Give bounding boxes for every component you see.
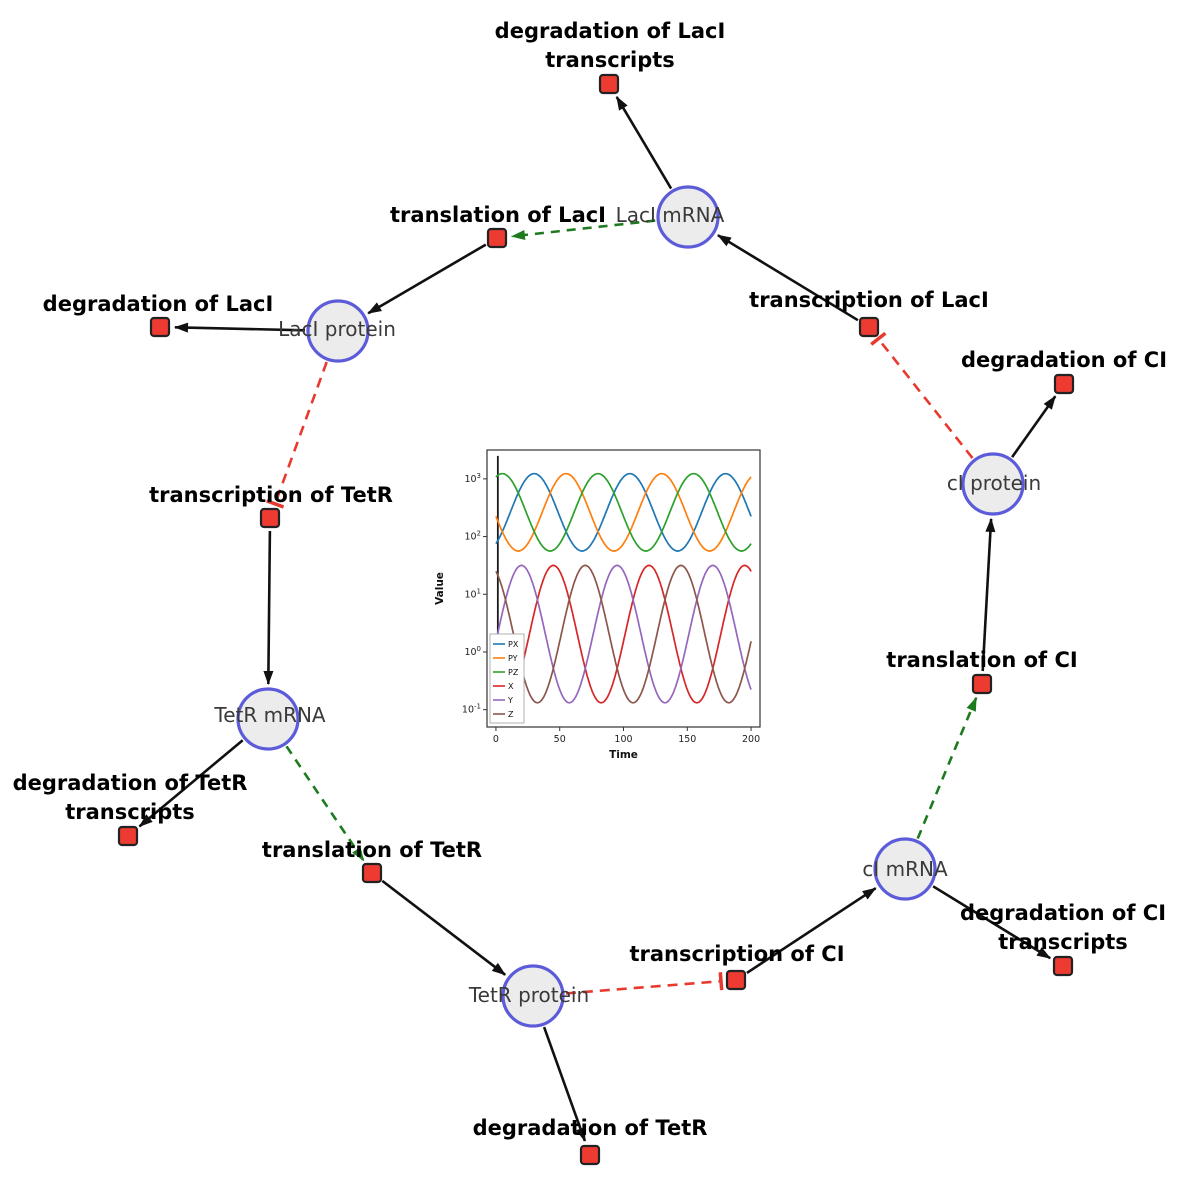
- edge-production-transl_tetR-tetR_protein: [381, 879, 506, 976]
- species-node-lacI_mRNA[interactable]: [656, 185, 720, 249]
- chart-curves: [495, 455, 752, 716]
- species-label-lacI_mRNA: LacI mRNA: [616, 203, 725, 227]
- edge-consumption-cI_protein-deg_cI: [1011, 395, 1057, 458]
- reaction-label-deg_lacI: degradation of LacI: [43, 292, 274, 316]
- species-node-lacI_protein[interactable]: [306, 299, 370, 363]
- chart-y-tick-label: 102: [464, 530, 481, 543]
- chart-legend-box: [489, 633, 525, 724]
- species-label-cI_protein: cI protein: [947, 471, 1041, 495]
- reaction-label-deg_tetR: degradation of TetR: [473, 1116, 708, 1140]
- edge-production-txn_cI-cI_mRNA: [746, 887, 877, 974]
- reaction-label-txn_tetR: transcription of TetR: [149, 483, 393, 507]
- chart-y-tick-label: 10-1: [462, 703, 481, 716]
- edge-consumption-lacI_protein-deg_lacI: [174, 322, 306, 333]
- node-layer: [117, 73, 1075, 1166]
- edge-consumption-tetR_protein-deg_tetR: [542, 1026, 587, 1142]
- species-node-cI_protein[interactable]: [961, 452, 1025, 516]
- reaction-node-txn_tetR[interactable]: [259, 507, 281, 529]
- chart-series-PY: [495, 472, 752, 552]
- reaction-node-deg_lacI_tx[interactable]: [598, 73, 620, 95]
- edge-layer: [138, 96, 1057, 1142]
- reaction-label-txn_cI: transcription of CI: [629, 942, 844, 966]
- reaction-label-transl_cI: translation of CI: [886, 648, 1077, 672]
- edge-consumption-lacI_mRNA-deg_lacI_tx: [615, 96, 673, 190]
- chart-y-tick-label: 101: [464, 587, 481, 600]
- edge-production-transl_lacI-lacI_protein: [367, 243, 487, 315]
- species-label-cI_mRNA: cI mRNA: [862, 857, 948, 881]
- edge-modifier-cI_mRNA-transl_cI: [916, 696, 978, 839]
- edge-production-transl_cI-cI_protein: [981, 517, 996, 672]
- reaction-node-txn_cI[interactable]: [725, 969, 747, 991]
- reaction-node-deg_cI[interactable]: [1053, 373, 1075, 395]
- legend-label-PY: PY: [508, 654, 518, 663]
- chart-x-tick-label: 200: [742, 734, 760, 745]
- reaction-node-transl_lacI[interactable]: [486, 227, 508, 249]
- edge-inhibition-lacI_protein-txn_tetR: [266, 361, 328, 509]
- chart-series-Y: [495, 564, 752, 704]
- edge-consumption-tetR_mRNA-deg_tetR_tx: [138, 739, 244, 828]
- species-label-tetR_mRNA: TetR mRNA: [213, 703, 326, 727]
- reaction-node-deg_tetR_tx[interactable]: [117, 825, 139, 847]
- edge-consumption-cI_mRNA-deg_cI_tx: [932, 885, 1052, 960]
- chart-ylabel: Value: [434, 572, 446, 605]
- reaction-node-deg_tetR[interactable]: [579, 1144, 601, 1166]
- reaction-label-transl_lacI: translation of LacI: [390, 203, 606, 227]
- chart-series-PX: [495, 472, 752, 552]
- reaction-node-transl_cI[interactable]: [971, 673, 993, 695]
- species-label-lacI_protein: LacI protein: [278, 317, 396, 341]
- edge-inhibition-cI_protein-txn_lacI: [870, 331, 974, 459]
- reaction-node-deg_cI_tx[interactable]: [1052, 955, 1074, 977]
- chart-xlabel: Time: [609, 749, 638, 761]
- reaction-node-txn_lacI[interactable]: [858, 316, 880, 338]
- legend-label-PX: PX: [508, 640, 519, 649]
- chart-x-tick-label: 100: [614, 734, 632, 745]
- species-label-tetR_protein: TetR protein: [468, 983, 589, 1007]
- edge-inhibition-tetR_protein-txn_cI: [565, 972, 724, 995]
- reaction-label-deg_cI: degradation of CI: [961, 348, 1167, 372]
- reaction-label-transl_tetR: translation of TetR: [262, 838, 482, 862]
- chart-series-PZ: [495, 472, 752, 552]
- reaction-label-txn_lacI: transcription of LacI: [749, 288, 989, 312]
- chart-y-tick-label: 100: [464, 645, 481, 658]
- chart-legend: PX PY PZ XYZ: [489, 633, 525, 724]
- edge-production-txn_lacI-lacI_mRNA: [717, 234, 859, 322]
- edge-modifier-tetR_mRNA-transl_tetR: [285, 745, 365, 862]
- legend-label-Y: Y: [507, 696, 513, 705]
- chart-x-tick-label: 150: [678, 734, 696, 745]
- chart-plot-area: [486, 449, 761, 728]
- species-node-cI_mRNA[interactable]: [873, 837, 937, 901]
- chart-x-tick-label: 50: [554, 734, 566, 745]
- chart-series-X: [495, 564, 752, 704]
- chart-y-tick-label: 103: [464, 472, 481, 485]
- reaction-node-transl_tetR[interactable]: [361, 862, 383, 884]
- legend-label-X: X: [508, 682, 514, 691]
- species-node-tetR_protein[interactable]: [501, 964, 565, 1028]
- legend-label-Z: Z: [508, 710, 514, 719]
- chart-x-tick-label: 0: [493, 734, 499, 745]
- chart-series-Z: [495, 564, 752, 704]
- edge-modifier-lacI_mRNA-transl_lacI: [510, 219, 656, 240]
- edge-production-txn_tetR-tetR_mRNA: [263, 530, 274, 685]
- species-node-tetR_mRNA[interactable]: [236, 687, 300, 751]
- reaction-node-deg_lacI[interactable]: [149, 316, 171, 338]
- legend-label-PZ: PZ: [508, 668, 519, 677]
